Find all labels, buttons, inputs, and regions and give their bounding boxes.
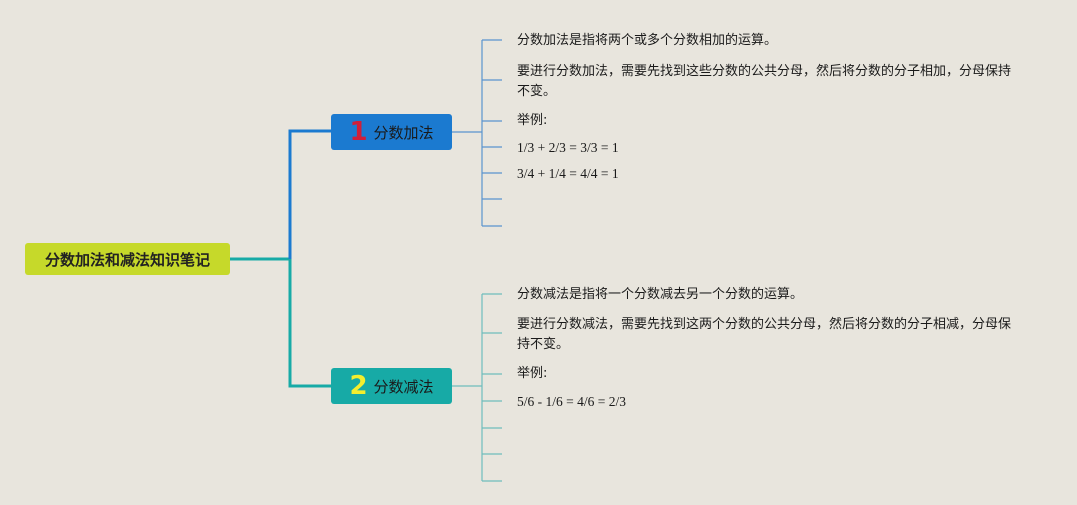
leaf-subtraction-definition[interactable]: 分数减法是指将一个分数减去另一个分数的运算。 xyxy=(517,287,804,302)
leaf-subtraction-method[interactable]: 要进行分数减法，需要先找到这两个分数的公共分母，然后将分数的分子相减，分母保持不… xyxy=(517,317,1012,352)
root-node[interactable]: 分数加法和减法知识笔记 xyxy=(25,243,230,275)
branch-label: 分数减法 xyxy=(373,377,434,396)
branch-1-leaf-connectors xyxy=(452,39,502,227)
branch-node-addition[interactable]: 1 分数加法 xyxy=(331,114,452,150)
branch-2-leaf-connectors xyxy=(452,293,502,482)
leaf-subtraction-example-heading[interactable]: 举例: xyxy=(517,366,548,381)
leaf-addition-example-2[interactable]: 3/4 + 1/4 = 4/4 = 1 xyxy=(517,166,619,181)
branch-number-badge: 1 xyxy=(349,117,368,147)
leaf-subtraction-example-1[interactable]: 5/6 - 1/6 = 4/6 = 2/3 xyxy=(517,394,626,409)
branch-label: 分数加法 xyxy=(373,123,434,142)
leaf-addition-example-1[interactable]: 1/3 + 2/3 = 3/3 = 1 xyxy=(517,140,619,155)
leaf-addition-method[interactable]: 要进行分数加法，需要先找到这些分数的公共分母，然后将分数的分子相加，分母保持不变… xyxy=(517,64,1012,99)
connector-branch-2 xyxy=(288,259,331,388)
branch-number-badge: 2 xyxy=(349,371,368,401)
connector-branch-1 xyxy=(288,129,331,259)
leaf-addition-definition[interactable]: 分数加法是指将两个或多个分数相加的运算。 xyxy=(517,33,778,48)
branch-node-subtraction[interactable]: 2 分数减法 xyxy=(331,368,452,404)
leaf-addition-example-heading[interactable]: 举例: xyxy=(517,113,548,128)
